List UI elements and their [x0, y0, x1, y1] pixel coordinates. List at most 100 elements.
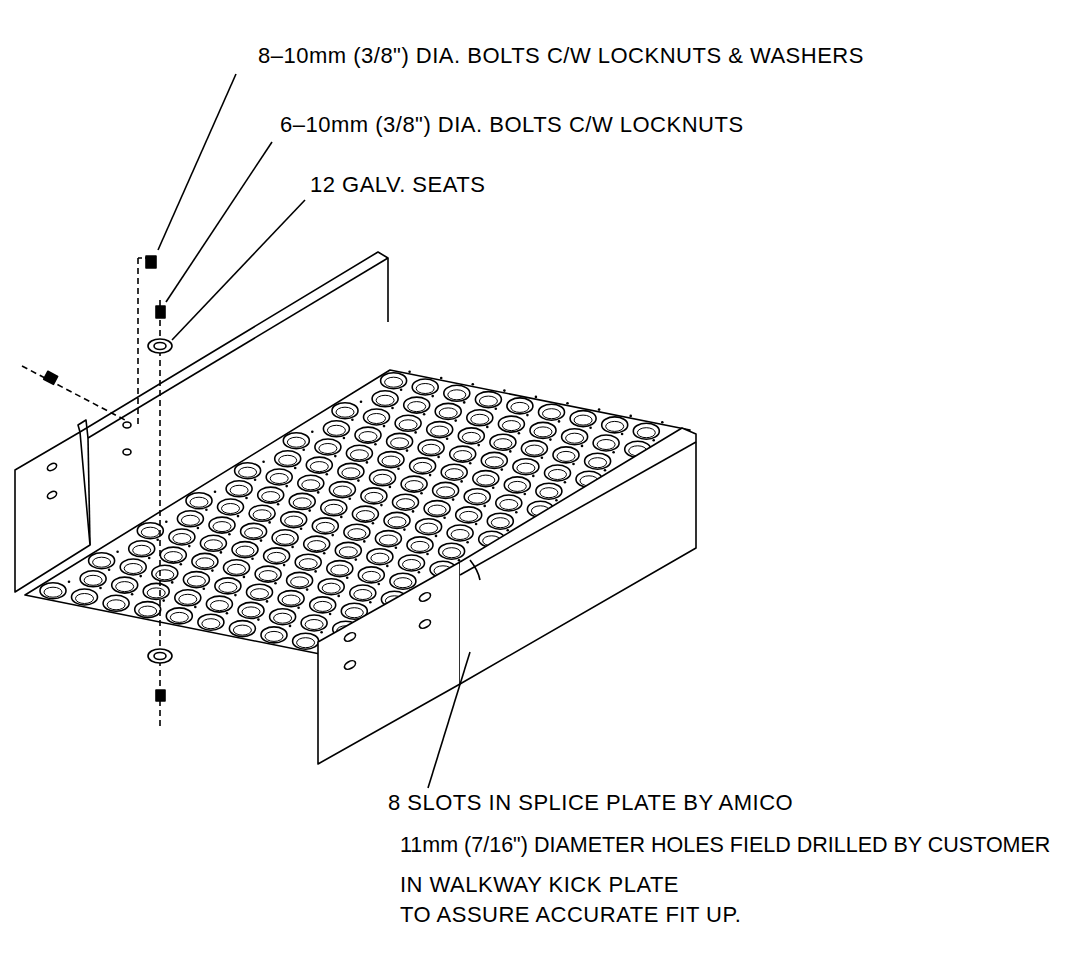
deck-dimple [294, 467, 297, 470]
deck-hole [315, 439, 341, 455]
deck-dimple [254, 479, 257, 482]
deck-hole-lip [451, 530, 469, 540]
deck-dimple [355, 558, 358, 561]
deck-hole [192, 553, 218, 569]
deck-hole [312, 518, 338, 534]
deck-hole-lip [359, 432, 377, 442]
deck-hole-lip [371, 553, 389, 563]
deck-dimple [277, 503, 280, 506]
deck-hole-lip [566, 433, 584, 443]
deck-hole [329, 482, 355, 498]
deck-hole [241, 523, 267, 539]
deck-hole-lip [124, 564, 142, 574]
deck-dimple [383, 425, 386, 428]
deck-dimple [541, 456, 544, 459]
deck-hole [275, 451, 301, 467]
deck-hole [301, 615, 327, 631]
deck-hole [249, 505, 275, 521]
slot [418, 591, 432, 603]
deck-hole-lip [637, 428, 655, 438]
deck-hole-lip [265, 631, 283, 641]
deck-dimple [369, 601, 372, 604]
deck-hole-lip [202, 619, 220, 629]
deck-dimple [469, 462, 472, 465]
deck-hole [323, 421, 349, 437]
deck-dimple [564, 481, 567, 484]
deck-hole [298, 475, 324, 491]
deck-hole-lip [331, 565, 349, 575]
deck-dimple [440, 377, 443, 380]
deck-dimple [532, 475, 535, 478]
note-text: 11mm (7/16") DIAMETER HOLES FIELD DRILLE… [400, 833, 1050, 857]
deck-hole [441, 464, 467, 480]
deck-hole [450, 446, 476, 462]
deck-hole [358, 567, 384, 583]
deck-hole-lip [350, 450, 368, 460]
galv-seat [154, 343, 166, 350]
deck-hole-lip [299, 559, 317, 569]
deck-hole [318, 579, 344, 595]
deck-hole [152, 565, 178, 581]
deck-hole-lip [462, 432, 480, 442]
deck-hole-lip [253, 510, 271, 520]
deck-dimple [524, 493, 527, 496]
bolt [146, 256, 156, 268]
deck-hole-lip [431, 426, 449, 436]
deck-dimple [475, 523, 478, 526]
deck-dimple [337, 595, 340, 598]
deck-hole-lip [316, 522, 334, 532]
deck-hole [418, 440, 444, 456]
deck-dimple [477, 444, 480, 447]
deck-hole-lip [416, 384, 434, 394]
deck-hole-lip [308, 541, 326, 551]
deck-hole-lip [477, 475, 495, 485]
deck-dimple [423, 413, 426, 416]
deck-dimple [412, 510, 415, 513]
deck-hole [255, 566, 281, 582]
deck-dimple [274, 582, 277, 585]
deck-hole [215, 578, 241, 594]
right-rail-lip [460, 442, 696, 575]
deck-hole-lip [190, 497, 208, 507]
deck-hole-lip [293, 498, 311, 508]
deck-hole-lip [310, 462, 328, 472]
deck-hole-lip [500, 500, 518, 510]
deck-dimple [351, 419, 354, 422]
deck-hole-lip [485, 457, 503, 467]
deck-hole-lip [84, 575, 102, 585]
slot [343, 631, 357, 643]
deck-hole [427, 422, 453, 438]
deck-hole-lip [76, 594, 94, 604]
deck-dimple [466, 541, 469, 544]
deck-hole [166, 608, 192, 624]
leader-line [158, 74, 236, 250]
deck-hole-lip [362, 571, 380, 581]
deck-dimple [431, 395, 434, 398]
deck-hole-lip [448, 390, 466, 400]
splice-plate-lip [78, 420, 88, 438]
deck-hole [585, 453, 611, 469]
deck-hole-lip [236, 546, 254, 556]
deck-hole [372, 391, 398, 407]
deck-dimple [300, 528, 303, 531]
deck-dimple [308, 509, 311, 512]
right-rail [460, 428, 696, 684]
deck-hole [633, 423, 659, 439]
callout-note: 6–10mm (3/8") DIA. BOLTS C/W LOCKNUTS [280, 113, 744, 137]
deck-dimple [251, 558, 254, 561]
deck-hole-lip [502, 421, 520, 431]
deck-dimple [363, 540, 366, 543]
deck-hole-lip [365, 492, 383, 502]
deck-hole-lip [428, 505, 446, 515]
deck-hole-lip [319, 444, 337, 454]
deck-dimple [108, 569, 111, 572]
deck-dimple [443, 516, 446, 519]
deck-dimple [460, 480, 463, 483]
deck-hole-lip [213, 522, 231, 532]
deck-dimple [311, 430, 314, 433]
deck-hole [160, 547, 186, 563]
deck-hole [507, 398, 533, 414]
deck-dimple [426, 553, 429, 556]
deck-hole [218, 499, 244, 515]
